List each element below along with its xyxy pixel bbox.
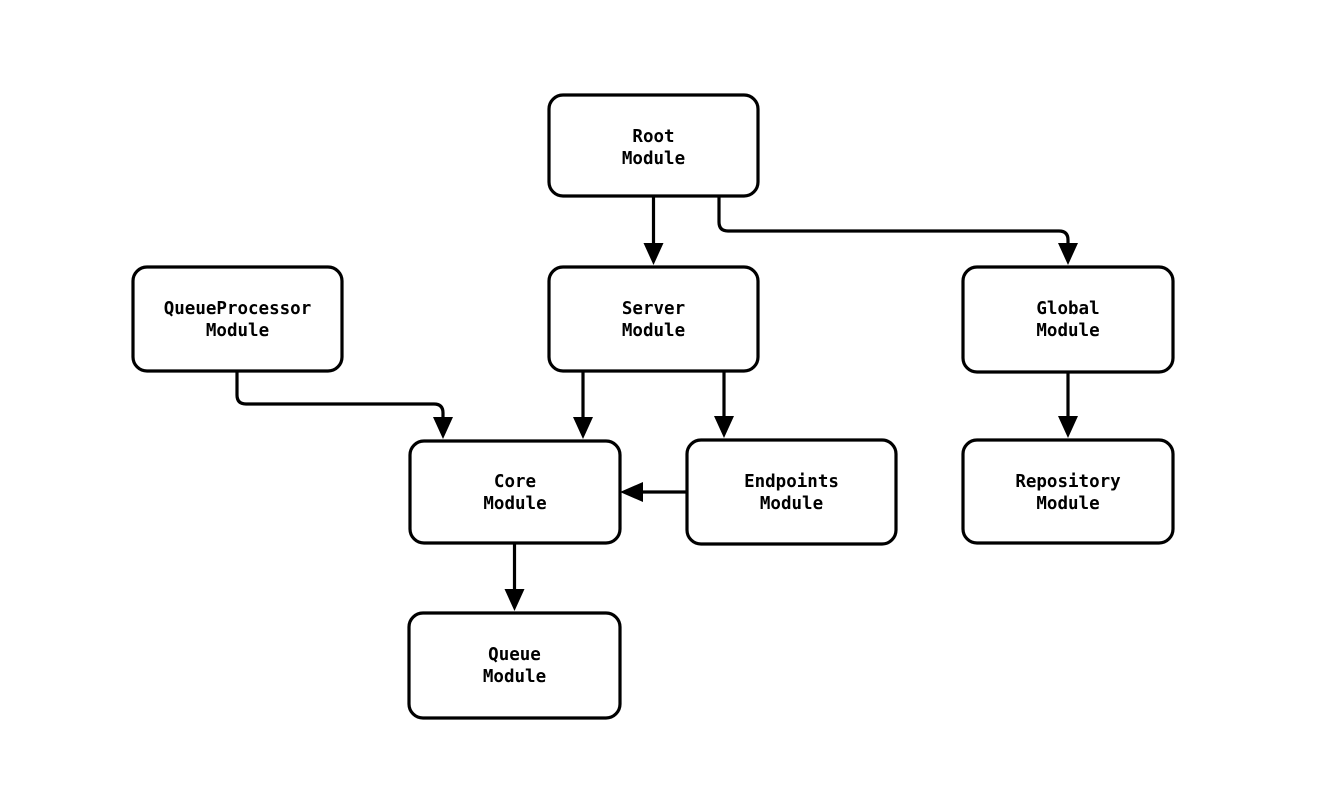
node-root-module-box[interactable]: [547, 93, 760, 198]
node-repository-module-box[interactable]: [961, 438, 1175, 545]
edge-global-to-repository: [1058, 372, 1078, 438]
node-queue-module-box[interactable]: [407, 611, 622, 720]
node-queue-module-label-line1: Queue: [488, 645, 541, 665]
node-global-module-label-line2: Module: [1036, 321, 1099, 341]
node-root-module[interactable]: Root Module: [547, 93, 760, 198]
edge-server-to-endpoints: [714, 371, 734, 438]
node-root-module-label-line2: Module: [622, 149, 685, 169]
node-endpoints-module-label-line2: Module: [760, 494, 823, 514]
node-global-module-box[interactable]: [961, 265, 1175, 374]
edge-server-to-endpoints-arrowhead: [714, 416, 734, 438]
edge-root-to-server: [643, 196, 664, 265]
edge-queueprocessor-to-core-line: [235, 371, 445, 423]
node-core-module[interactable]: Core Module: [408, 439, 622, 545]
node-server-module-box[interactable]: [547, 265, 760, 373]
node-server-module-label-line1: Server: [622, 299, 685, 319]
node-queue-module[interactable]: Queue Module: [407, 611, 622, 720]
edge-root-to-global-arrowhead: [1058, 243, 1078, 265]
node-queueprocessor-module[interactable]: QueueProcessor Module: [131, 265, 344, 373]
edge-core-to-queue-arrowhead: [504, 589, 525, 611]
node-endpoints-module-box[interactable]: [685, 438, 898, 546]
node-queueprocessor-module-label-line2: Module: [206, 321, 269, 341]
node-global-module[interactable]: Global Module: [961, 265, 1175, 374]
node-repository-module[interactable]: Repository Module: [961, 438, 1175, 545]
edge-endpoints-to-core: [620, 482, 687, 502]
edge-queueprocessor-to-core: [235, 371, 453, 439]
edge-core-to-queue: [504, 543, 525, 611]
node-core-module-box[interactable]: [408, 439, 622, 545]
edge-server-to-core-arrowhead: [573, 417, 593, 439]
node-global-module-label-line1: Global: [1036, 299, 1099, 319]
node-core-module-label-line2: Module: [483, 494, 546, 514]
edge-server-to-core: [573, 371, 593, 439]
edge-layer: [235, 196, 1078, 611]
node-endpoints-module-label-line1: Endpoints: [744, 472, 839, 492]
edge-root-to-server-arrowhead: [643, 243, 664, 265]
node-layer: Root Module QueueProcessor Module Server…: [131, 93, 1175, 720]
node-repository-module-label-line1: Repository: [1015, 472, 1121, 492]
edge-root-to-global-line: [717, 196, 1070, 249]
edge-queueprocessor-to-core-arrowhead: [433, 417, 453, 439]
node-queue-module-label-line2: Module: [483, 667, 546, 687]
edge-root-to-global: [717, 196, 1078, 265]
node-server-module[interactable]: Server Module: [547, 265, 760, 373]
edge-endpoints-to-core-arrowhead: [620, 482, 643, 502]
node-root-module-label-line1: Root: [632, 127, 674, 147]
node-core-module-label-line1: Core: [494, 472, 536, 492]
node-server-module-label-line2: Module: [622, 321, 685, 341]
node-queueprocessor-module-label-line1: QueueProcessor: [164, 299, 312, 319]
node-endpoints-module[interactable]: Endpoints Module: [685, 438, 898, 546]
node-queueprocessor-module-box[interactable]: [131, 265, 344, 373]
edge-global-to-repository-arrowhead: [1058, 416, 1078, 438]
node-repository-module-label-line2: Module: [1036, 494, 1099, 514]
